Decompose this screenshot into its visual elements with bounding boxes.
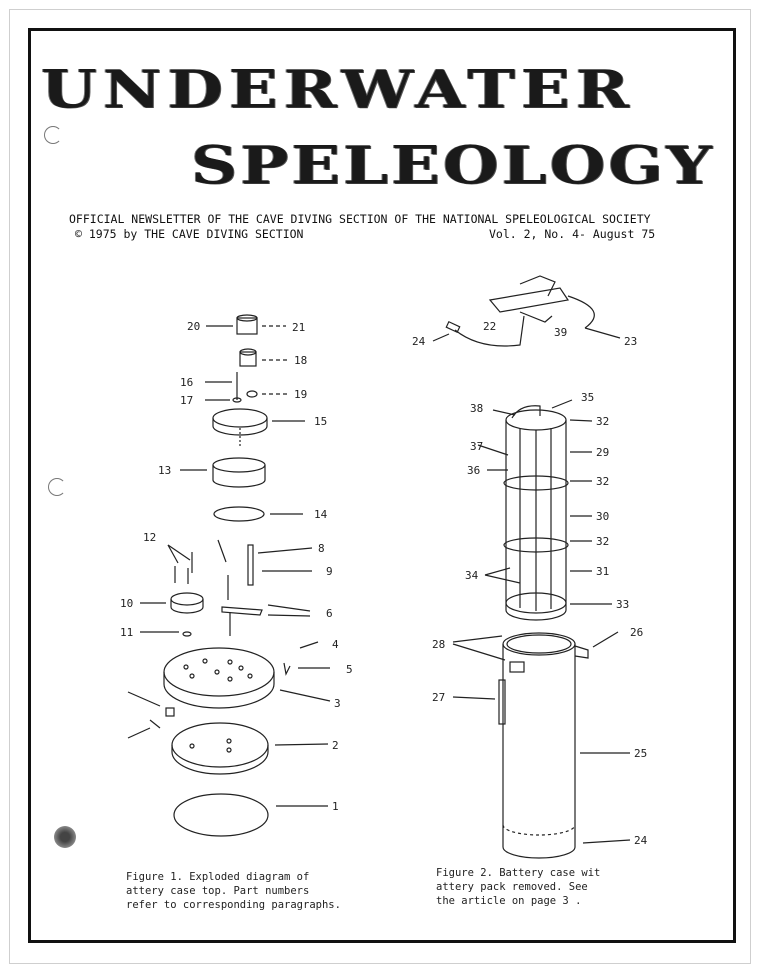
label-33: 33 (616, 598, 629, 611)
label-27: 27 (432, 691, 445, 704)
label-30: 30 (596, 510, 609, 523)
label-8: 8 (318, 542, 325, 555)
label-32a: 32 (596, 415, 609, 428)
label-28: 28 (432, 638, 445, 651)
label-1: 1 (332, 800, 339, 813)
masthead-speleology: SPELEOLOGY (191, 135, 715, 197)
label-17: 17 (180, 394, 193, 407)
part-20-cap (236, 317, 258, 335)
label-21: 21 (292, 321, 305, 334)
label-6: 6 (326, 607, 333, 620)
label-10: 10 (120, 597, 133, 610)
label-26: 26 (630, 626, 643, 639)
label-20: 20 (187, 320, 200, 333)
label-3: 3 (334, 697, 341, 710)
label-16: 16 (180, 376, 193, 389)
label-11: 11 (120, 626, 133, 639)
issue-info: Vol. 2, No. 4- August 75 (489, 227, 656, 241)
figure2-caption-line: attery pack removed. See (436, 881, 588, 893)
figure1-caption-line: Figure 1. Exploded diagram of (126, 871, 310, 883)
label-15: 15 (314, 415, 327, 428)
figure2-diagram (432, 275, 631, 859)
label-32c: 32 (596, 535, 609, 548)
punch-hole-middle (48, 478, 66, 496)
label-29: 29 (596, 446, 609, 459)
newsletter-cover: UNDERWATER SPELEOLOGY OFFICIAL NEWSLETTE… (28, 28, 736, 943)
label-12: 12 (143, 531, 156, 544)
copyright: © 1975 by THE CAVE DIVING SECTION (75, 227, 304, 241)
label-4: 4 (332, 638, 339, 651)
label-34: 34 (465, 569, 479, 582)
label-24b: 24 (634, 834, 648, 847)
label-35: 35 (581, 391, 594, 404)
masthead-underwater: UNDERWATER (41, 59, 635, 121)
figure1-caption-line: attery case top. Part numbers (126, 885, 310, 897)
figure2-caption: Figure 2. Battery case wit attery pack r… (436, 866, 600, 908)
label-5: 5 (346, 663, 353, 676)
label-18: 18 (294, 354, 307, 367)
part-labels: 20 21 18 16 17 19 15 13 14 12 8 9 10 6 1… (120, 320, 648, 847)
punch-hole-top (44, 126, 62, 144)
label-14: 14 (314, 508, 328, 521)
label-23: 23 (624, 335, 637, 348)
figure1-caption-line: refer to corresponding paragraphs. (126, 899, 341, 911)
label-37: 37 (470, 440, 483, 453)
figure2-caption-line: Figure 2. Battery case wit (436, 867, 601, 879)
figure2-caption-line: the article on page 3 . (436, 895, 582, 907)
figure1-caption: Figure 1. Exploded diagram of attery cas… (126, 870, 341, 912)
figure1-diagram (127, 314, 331, 837)
label-32b: 32 (596, 475, 609, 488)
label-38: 38 (470, 402, 483, 415)
subtitle: OFFICIAL NEWSLETTER OF THE CAVE DIVING S… (69, 212, 651, 226)
label-13: 13 (158, 464, 171, 477)
label-25: 25 (634, 747, 647, 760)
label-9: 9 (326, 565, 333, 578)
label-19: 19 (294, 388, 307, 401)
label-31: 31 (596, 565, 609, 578)
label-2: 2 (332, 739, 339, 752)
label-36: 36 (467, 464, 480, 477)
punch-hole-bottom (54, 826, 76, 848)
label-22: 22 (483, 320, 496, 333)
label-39: 39 (554, 326, 567, 339)
label-24: 24 (412, 335, 426, 348)
